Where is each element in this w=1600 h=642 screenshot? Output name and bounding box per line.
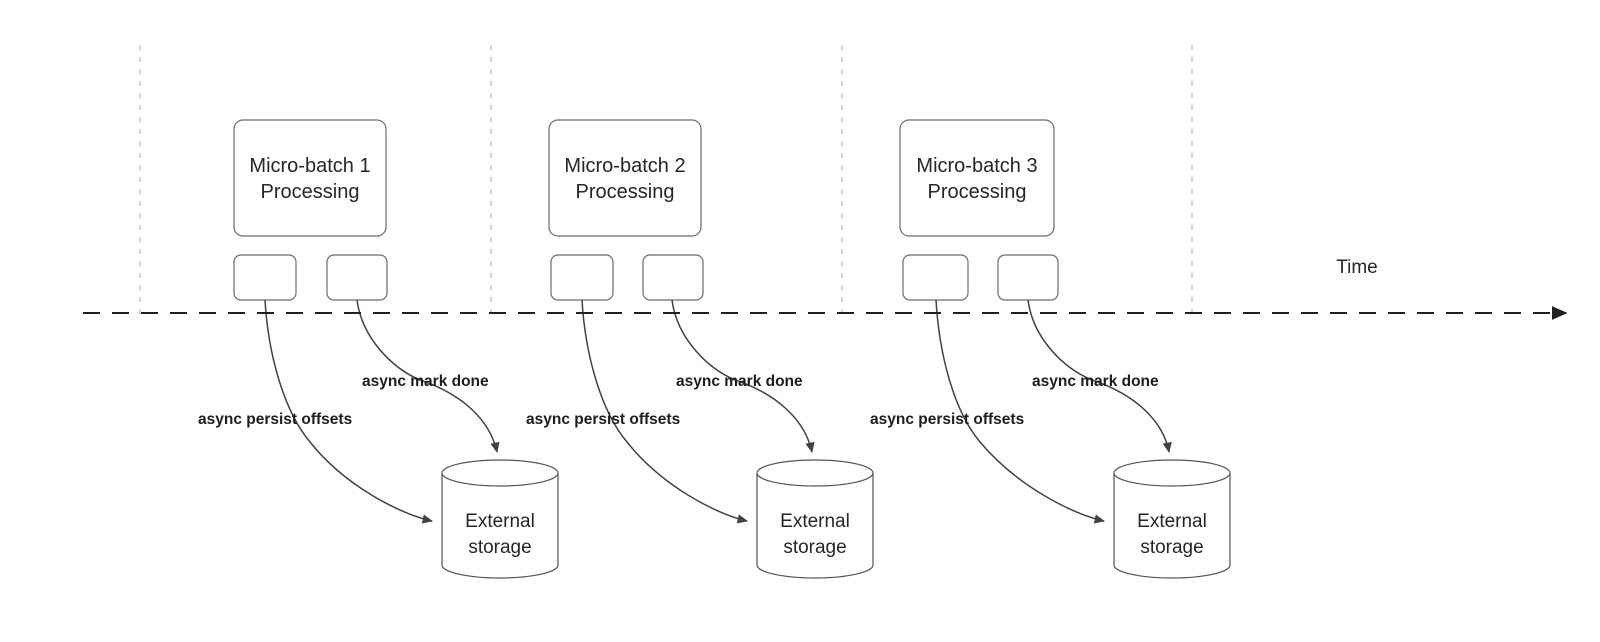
task-box-3a[interactable] xyxy=(902,254,969,301)
group-2: Micro-batch 2 Processing External storag… xyxy=(526,119,874,579)
edge-mark-done-1 xyxy=(356,299,500,454)
micro-batch-1-box[interactable] xyxy=(233,119,387,237)
external-storage-3[interactable]: External storage xyxy=(1113,459,1231,579)
micro-batch-2-label-line2: Processing xyxy=(576,181,675,203)
group-1: Micro-batch 1 Processing External storag… xyxy=(198,119,559,579)
micro-batch-3-label-line1: Micro-batch 3 xyxy=(916,155,1037,177)
edge-label-persist-offsets-3: async persist offsets xyxy=(870,411,1024,428)
task-box-2b[interactable] xyxy=(642,254,704,301)
micro-batch-2-label-line1: Micro-batch 2 xyxy=(564,155,685,177)
external-storage-2-line2: storage xyxy=(783,537,846,558)
edge-mark-done-3 xyxy=(1027,299,1172,454)
edge-persist-offsets-2 xyxy=(581,299,749,524)
micro-batch-3-label-line2: Processing xyxy=(928,181,1027,203)
external-storage-3-line2: storage xyxy=(1140,537,1203,558)
edge-label-persist-offsets-2: async persist offsets xyxy=(526,411,680,428)
edge-persist-offsets-1 xyxy=(264,299,434,524)
group-3: Micro-batch 3 Processing External storag… xyxy=(870,119,1231,579)
external-storage-1[interactable]: External storage xyxy=(441,459,559,579)
edge-label-mark-done-3: async mark done xyxy=(1032,373,1159,390)
edge-label-mark-done-1: async mark done xyxy=(362,373,489,390)
micro-batch-1-label-line1: Micro-batch 1 xyxy=(249,155,370,177)
external-storage-1-line2: storage xyxy=(468,537,531,558)
external-storage-2-line1: External xyxy=(780,511,850,532)
external-storage-2[interactable]: External storage xyxy=(756,459,874,579)
micro-batch-2-box[interactable] xyxy=(548,119,702,237)
edge-label-persist-offsets-1: async persist offsets xyxy=(198,411,352,428)
edge-mark-done-2 xyxy=(671,299,815,454)
time-axis-label: Time xyxy=(1336,257,1378,278)
edge-label-mark-done-2: async mark done xyxy=(676,373,803,390)
micro-batch-1-label-line2: Processing xyxy=(261,181,360,203)
period-separators xyxy=(139,45,1193,314)
task-box-2a[interactable] xyxy=(550,254,614,301)
external-storage-3-line1: External xyxy=(1137,511,1207,532)
micro-batch-3-box[interactable] xyxy=(899,119,1055,237)
task-box-3b[interactable] xyxy=(997,254,1059,301)
task-box-1b[interactable] xyxy=(326,254,388,301)
task-box-1a[interactable] xyxy=(233,254,297,301)
edge-persist-offsets-3 xyxy=(935,299,1106,524)
external-storage-1-line1: External xyxy=(465,511,535,532)
